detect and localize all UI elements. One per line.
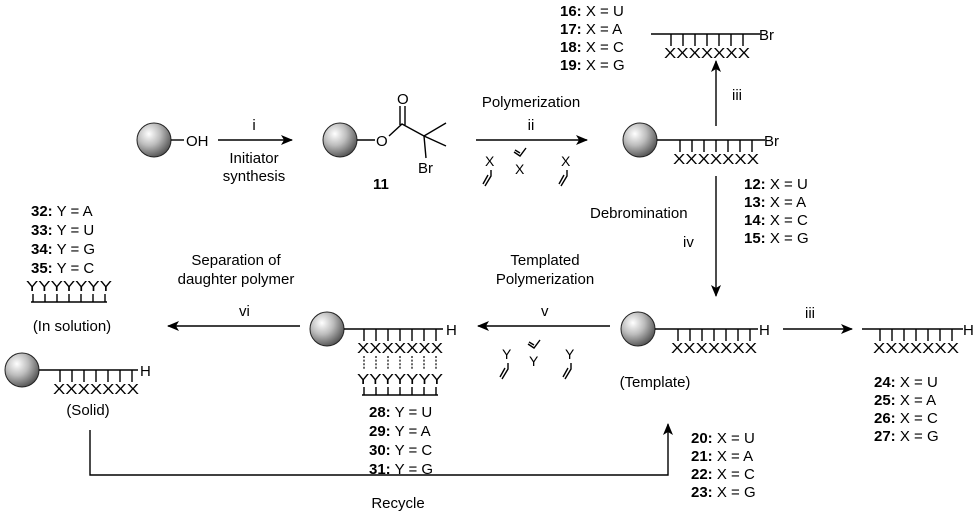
separation-label-line2: daughter polymer <box>178 271 295 288</box>
template-hydrogen: H <box>759 322 770 339</box>
resin-bead <box>322 122 358 158</box>
bead-polymer-residues: XXXXXXX <box>673 151 759 168</box>
svg-text:31: Y = G: 31: Y = G <box>369 461 433 478</box>
svg-text:25: X = A: 25: X = A <box>874 392 936 409</box>
compound-list-20-23: 20: X = U 21: X = A 22: X = C 23: X = G <box>691 430 756 501</box>
step-iii-right-label: iii <box>805 305 815 322</box>
bead-polymer-12: XXXXXXX Br <box>622 122 779 168</box>
compound-list-12-15: 12: X = U 13: X = A 14: X = C 15: X = G <box>744 176 809 247</box>
daughter-y-residues: YYYYYYY <box>26 278 112 295</box>
templated-label-line2: Polymerization <box>496 271 594 288</box>
compound-11-label: 11 <box>373 176 389 193</box>
monomer-x-3: X <box>558 153 571 187</box>
resin-bead <box>622 122 658 158</box>
in-solution-label: (In solution) <box>33 318 111 335</box>
monomer-x-2: X <box>513 147 527 177</box>
svg-text:X: X <box>485 153 495 169</box>
svg-text:14: X = C: 14: X = C <box>744 212 808 229</box>
svg-text:28: Y = U: 28: Y = U <box>369 404 432 421</box>
solid-label: (Solid) <box>66 402 109 419</box>
svg-text:17: X = A: 17: X = A <box>560 21 622 38</box>
duplex-bead: XXXXXXX H YYYYYYY <box>309 311 457 396</box>
svg-text:Y: Y <box>529 353 539 369</box>
free-polymer-hydrogen: H <box>963 322 974 339</box>
resin-bead <box>309 311 345 347</box>
svg-text:20: X = U: 20: X = U <box>691 430 755 447</box>
initiator-bead-11: O O Br 11 <box>322 91 447 193</box>
svg-text:Y: Y <box>502 346 512 362</box>
bead-polymer-bromine: Br <box>764 133 779 150</box>
compound-list-32-35: 32: Y = A 33: Y = U 34: Y = G 35: Y = C <box>31 203 95 277</box>
daughter-polymer-solution: YYYYYYY <box>26 278 112 303</box>
resin-bead <box>620 311 656 347</box>
duplex-hydrogen: H <box>446 322 457 339</box>
svg-text:18: X = C: 18: X = C <box>560 39 624 56</box>
svg-text:27: X = G: 27: X = G <box>874 428 939 445</box>
templated-label-line1: Templated <box>510 252 579 269</box>
step-iii-top-label: iii <box>732 87 742 104</box>
svg-text:35: Y = C: 35: Y = C <box>31 260 94 277</box>
debromination-label: Debromination <box>590 205 688 222</box>
svg-text:19: X = G: 19: X = G <box>560 57 625 74</box>
svg-text:26: X = C: 26: X = C <box>874 410 938 427</box>
svg-text:X: X <box>561 153 571 169</box>
svg-text:21: X = A: 21: X = A <box>691 448 753 465</box>
svg-text:13: X = A: 13: X = A <box>744 194 806 211</box>
initiator-bromine-label: Br <box>418 160 433 177</box>
free-polymer-h: XXXXXXX H <box>862 322 974 357</box>
svg-text:23: X = G: 23: X = G <box>691 484 756 501</box>
polymerization-label: Polymerization <box>482 94 580 111</box>
step-v-label: v <box>541 303 549 320</box>
initiator-label-line2: synthesis <box>223 168 286 185</box>
free-polymer-bromine: Br <box>759 27 774 44</box>
step-iv-label: iv <box>683 234 694 251</box>
svg-text:15: X = G: 15: X = G <box>744 230 809 247</box>
svg-text:22: X = C: 22: X = C <box>691 466 755 483</box>
ester-oxygen-label: O <box>376 133 388 150</box>
recycle-arrow <box>89 423 673 476</box>
resin-bead <box>136 122 172 158</box>
svg-text:X: X <box>515 161 525 177</box>
initiator-label-line1: Initiator <box>229 150 278 167</box>
step-vi-label: vi <box>239 303 250 320</box>
svg-text:16: X = U: 16: X = U <box>560 3 624 20</box>
solid-x-residues: XXXXXXX <box>53 381 139 398</box>
solid-template-bead: XXXXXXX H <box>4 352 151 398</box>
svg-text:34: Y = G: 34: Y = G <box>31 241 95 258</box>
compound-list-24-27: 24: X = U 25: X = A 26: X = C 27: X = G <box>874 374 939 445</box>
separation-label-line1: Separation of <box>191 252 281 269</box>
template-state-label: (Template) <box>620 374 691 391</box>
svg-text:30: Y = C: 30: Y = C <box>369 442 432 459</box>
bead-oh: OH <box>136 122 209 158</box>
carbonyl-oxygen-label: O <box>397 91 409 108</box>
svg-text:29: Y = A: 29: Y = A <box>369 423 431 440</box>
svg-text:Y: Y <box>565 346 575 362</box>
recycle-label: Recycle <box>371 495 424 512</box>
free-polymer-h-residues: XXXXXXX <box>873 340 959 357</box>
svg-text:32: Y = A: 32: Y = A <box>31 203 93 220</box>
duplex-x-residues: XXXXXXX <box>357 340 443 357</box>
free-polymer-residues: XXXXXXX <box>664 45 750 62</box>
compound-list-16-19: 16: X = U 17: X = A 18: X = C 19: X = G <box>560 3 625 74</box>
hydroxyl-label: OH <box>186 133 209 150</box>
step-i-label: i <box>252 117 255 134</box>
monomer-y-3: Y <box>562 346 575 380</box>
duplex-y-residues: YYYYYYY <box>357 371 443 388</box>
svg-text:24: X = U: 24: X = U <box>874 374 938 391</box>
monomer-x-1: X <box>482 153 495 187</box>
monomer-y-2: Y <box>527 339 541 369</box>
free-polymer-br: XXXXXXX Br <box>651 27 774 62</box>
monomer-y-1: Y <box>499 346 512 380</box>
template-residues: XXXXXXX <box>671 340 757 357</box>
solid-hydrogen: H <box>140 363 151 380</box>
step-ii-label: ii <box>528 117 535 134</box>
compound-list-28-31: 28: Y = U 29: Y = A 30: Y = C 31: Y = G <box>369 404 433 478</box>
svg-text:33: Y = U: 33: Y = U <box>31 222 94 239</box>
svg-text:12: X = U: 12: X = U <box>744 176 808 193</box>
resin-bead <box>4 352 40 388</box>
template-bead: XXXXXXX H <box>620 311 770 357</box>
